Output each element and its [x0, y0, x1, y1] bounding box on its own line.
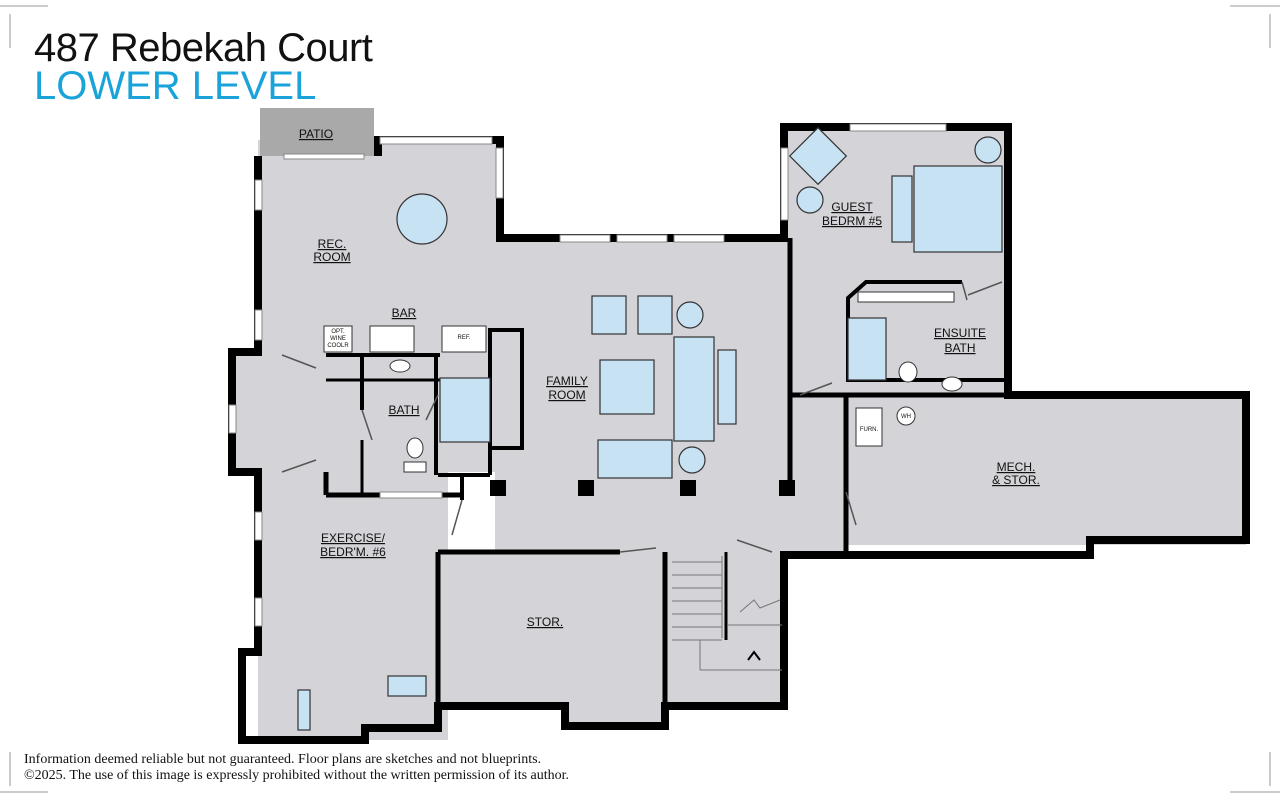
floor-area [228, 127, 1246, 740]
property-address: 487 Rebekah Court [34, 26, 373, 70]
dining-table [396, 193, 448, 245]
bed [913, 165, 1003, 253]
label-family-room-1: FAMILY [546, 374, 588, 388]
label-patio: PATIO [299, 127, 333, 141]
copyright-text: ©2025. The use of this image is expressl… [24, 768, 570, 783]
label-family-room-2: ROOM [548, 388, 585, 402]
label-guest-bedroom-1: GUEST [831, 200, 873, 214]
label-wine-2: WINE [330, 336, 346, 342]
room-labels: PATIO REC. ROOM BAR BATH FAMILY ROOM GUE… [299, 127, 1040, 629]
label-refrigerator: REF. [457, 335, 470, 341]
label-guest-bedroom-2: BEDRM #5 [822, 214, 882, 228]
label-bath: BATH [388, 403, 419, 417]
label-wine-3: COOLR [327, 343, 349, 349]
label-bar: BAR [392, 306, 417, 320]
coffee-table [599, 359, 655, 415]
fixtures [323, 291, 963, 473]
disclaimer-text: Information deemed reliable but not guar… [24, 752, 542, 767]
furniture [297, 126, 1003, 731]
staircase [672, 556, 782, 671]
label-ensuite-bath-1: ENSUITE [934, 326, 986, 340]
label-rec-room-1: REC. [318, 237, 347, 251]
patio-area [260, 108, 374, 156]
loveseat [597, 439, 673, 479]
fixture-labels: OPT. WINE COOLR REF. FURN. WH [327, 329, 911, 433]
label-mech-1: MECH. [997, 460, 1036, 474]
windows [228, 123, 947, 627]
label-furnace: FURN. [860, 427, 879, 433]
level-title: LOWER LEVEL [34, 64, 317, 108]
label-storage: STOR. [527, 615, 563, 629]
label-rec-room-2: ROOM [313, 250, 350, 264]
label-mech-2: & STOR. [992, 473, 1040, 487]
label-ensuite-bath-2: BATH [944, 341, 975, 355]
support-columns [490, 480, 795, 496]
doors [281, 281, 1003, 553]
sofa [673, 336, 715, 442]
label-exercise-2: BEDR'M. #6 [320, 545, 386, 559]
label-exercise-1: EXERCISE/ [321, 531, 386, 545]
label-wine-1: OPT. [331, 329, 345, 335]
label-water-heater: WH [901, 414, 911, 420]
